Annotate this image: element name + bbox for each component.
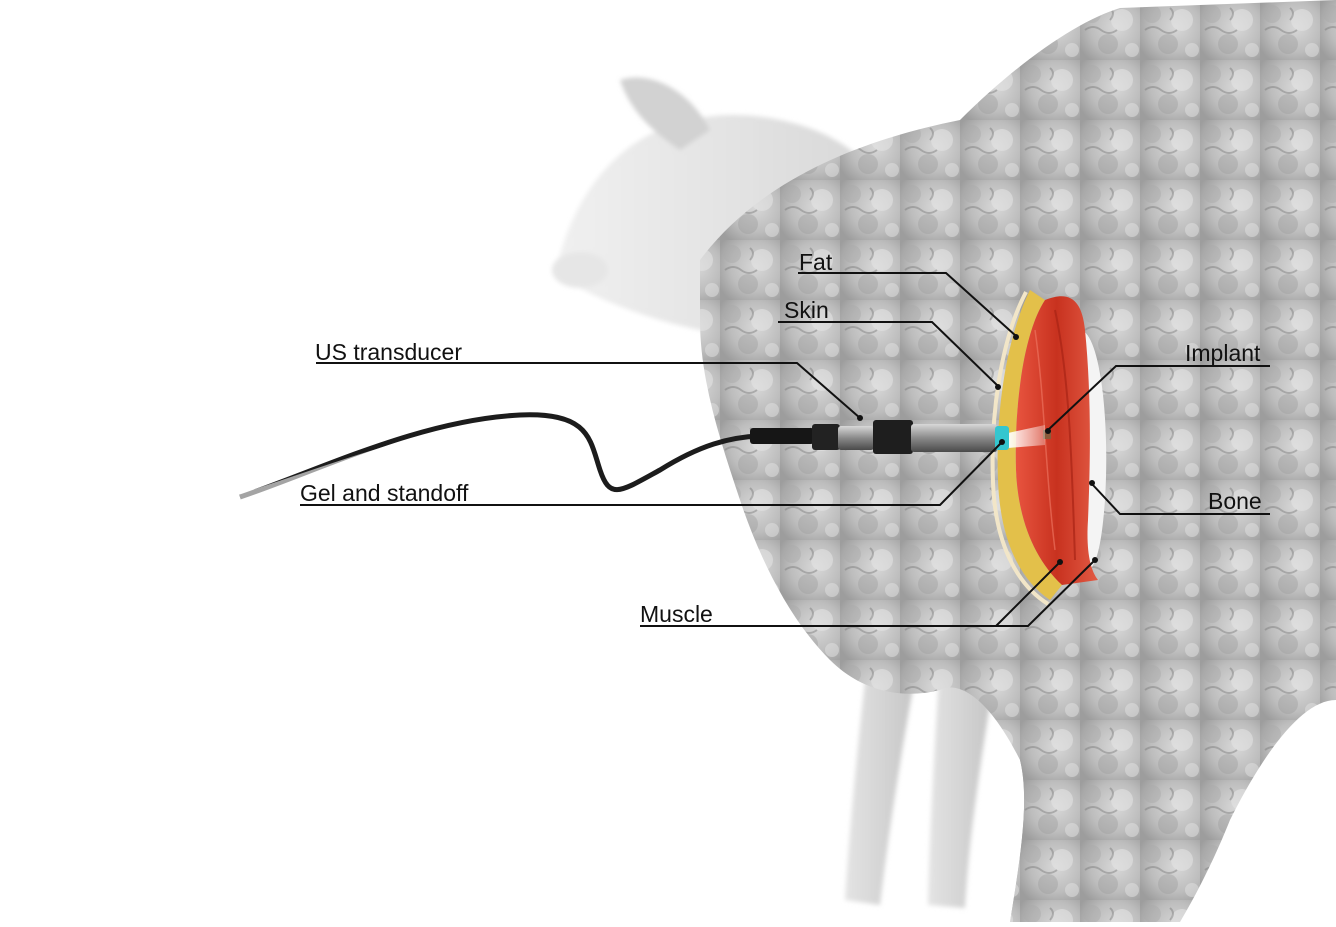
muscle-layer <box>1015 296 1098 585</box>
gel-and-standoff-label: Gel and standoff <box>300 480 469 506</box>
skin-leader <box>778 321 999 387</box>
fat-label: Fat <box>799 249 833 275</box>
ultrasound-beam <box>1008 425 1045 448</box>
sheep-far-legs <box>845 640 995 908</box>
implant-label: Implant <box>1185 340 1261 366</box>
implant-marker <box>1043 430 1051 439</box>
transducer-cable <box>239 412 761 500</box>
fat-leader <box>798 272 1017 337</box>
gel-standoff <box>995 426 1009 450</box>
bone-label: Bone <box>1208 488 1262 514</box>
muscle-leader-b <box>995 561 1061 627</box>
us-transducer-device <box>750 420 1009 454</box>
muscle-leader-a <box>640 559 1096 627</box>
muscle-label: Muscle <box>640 601 713 627</box>
implant-leader <box>1047 365 1270 431</box>
skin-label: Skin <box>784 297 829 323</box>
bone-leader <box>1091 483 1270 515</box>
skin-layer <box>990 291 1050 606</box>
us-transducer-label: US transducer <box>315 339 463 365</box>
leader-lines <box>300 272 1270 627</box>
tissue-cutaway <box>990 290 1107 606</box>
fat-layer <box>997 290 1062 600</box>
us-transducer-leader <box>316 362 861 419</box>
gel-leader <box>300 441 1003 506</box>
